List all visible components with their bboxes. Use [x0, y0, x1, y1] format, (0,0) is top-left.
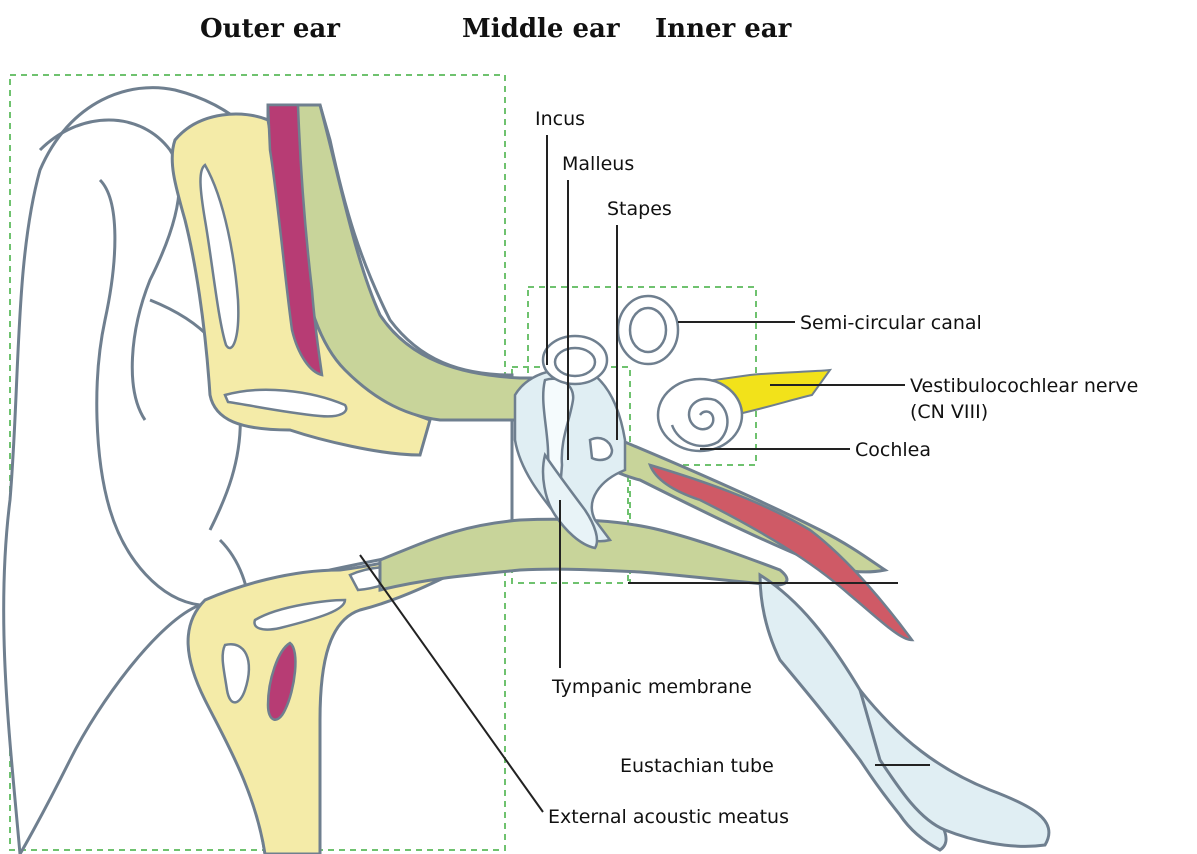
stapes-shape	[590, 438, 612, 460]
external-acoustic-meatus-label: External acoustic meatus	[548, 806, 789, 828]
eustachian-tube-flare	[860, 690, 1049, 846]
eustachian-tube-label: Eustachian tube	[620, 755, 774, 777]
nerve-label-line-1: Vestibulocochlear nerve	[910, 375, 1138, 397]
semicircular-canal-label: Semi-circular canal	[800, 312, 982, 334]
cochlea-shape	[658, 379, 742, 451]
posterior-canal-inner	[555, 348, 595, 376]
cochlea-label: Cochlea	[855, 439, 931, 461]
nerve-label-line-2: (CN VIII)	[910, 401, 988, 423]
meatus-leader	[360, 555, 543, 812]
tympanic-membrane-label: Tympanic membrane	[551, 676, 752, 698]
stapes-label: Stapes	[607, 198, 672, 220]
incus-label: Incus	[535, 108, 585, 130]
superior-canal-inner	[630, 308, 666, 352]
semicircular-canals	[543, 296, 678, 384]
malleus-label: Malleus	[562, 153, 634, 175]
eustachian-tube-shape	[760, 575, 1049, 850]
